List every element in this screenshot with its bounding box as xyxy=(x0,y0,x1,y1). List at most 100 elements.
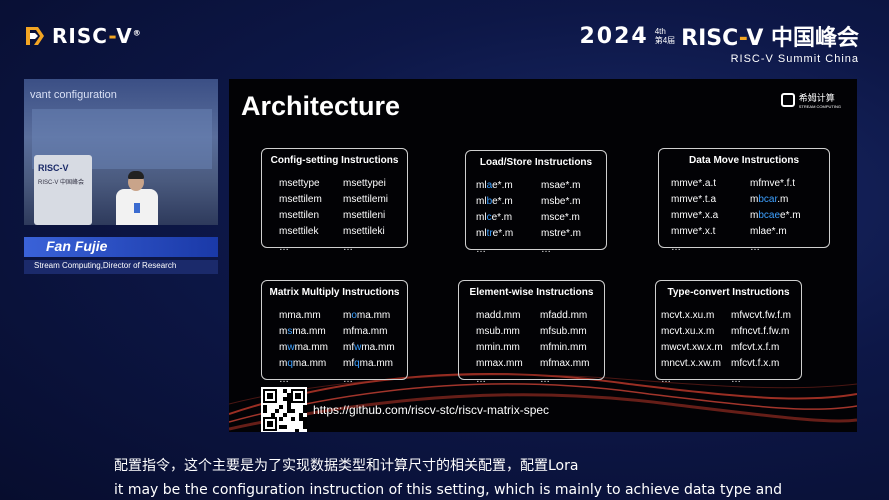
podium-sub: RISC-V 中国峰会 xyxy=(38,180,85,186)
event-branding: 2024 4th 第4届 RISC-V 中国峰会 RISC-V Summit C… xyxy=(579,20,859,66)
instruction-mnemonic: mbcar.m xyxy=(750,194,789,205)
instruction-mnemonic: … xyxy=(476,374,486,385)
instruction-mnemonic: … xyxy=(343,374,353,385)
instruction-mnemonic: mma.mm xyxy=(279,310,321,321)
instruction-mnemonic: … xyxy=(750,242,760,253)
instruction-mnemonic: mfqma.mm xyxy=(343,358,394,369)
instruction-mnemonic: mncvt.x.xw.m xyxy=(661,358,722,369)
speaker-title-bar: Stream Computing,Director of Research xyxy=(24,260,218,274)
event-subtitle: RISC-V Summit China xyxy=(730,53,859,65)
instruction-mnemonic: mlce*.m xyxy=(476,212,513,223)
slide-title: Architecture xyxy=(241,91,401,121)
instruction-mnemonic: … xyxy=(279,374,289,385)
instruction-mnemonic: msettileni xyxy=(343,210,386,221)
podium-logo: RISC-V xyxy=(38,163,69,173)
instruction-mnemonic: mfadd.mm xyxy=(540,310,588,321)
event-edition: 4th 第4届 xyxy=(654,27,676,45)
speaker-badge xyxy=(134,203,140,213)
instruction-mnemonic: … xyxy=(671,242,681,253)
instruction-mnemonic: mmin.mm xyxy=(476,342,520,353)
instruction-mnemonic: mmve*.a.t xyxy=(671,178,717,189)
wave-decoration xyxy=(229,373,857,431)
instruction-mnemonic: mmax.mm xyxy=(476,358,523,369)
instruction-mnemonic: msma.mm xyxy=(279,326,326,337)
instruction-mnemonic: mfncvt.f.fw.m xyxy=(731,326,790,337)
instruction-mnemonic: msettilemi xyxy=(343,194,389,205)
instruction-mnemonic: mwcvt.xw.x.m xyxy=(661,342,723,353)
instruction-box: Load/Store Instructions mlae*.m msae*.m mlb… xyxy=(465,150,607,255)
speaker-title: Stream Computing,Director of Research xyxy=(34,261,177,270)
podium: RISC-V RISC-V 中国峰会 xyxy=(34,155,92,225)
instruction-mnemonic: mmve*.x.a xyxy=(671,210,719,221)
instruction-mnemonic: msettypei xyxy=(343,178,386,189)
instruction-mnemonic: msce*.m xyxy=(541,212,580,223)
instruction-mnemonic: mfwcvt.fw.f.m xyxy=(731,310,791,321)
instruction-mnemonic: mfcvt.x.f.m xyxy=(731,342,780,353)
instruction-mnemonic: mlbe*.m xyxy=(476,196,513,207)
instruction-mnemonic: moma.mm xyxy=(343,310,391,321)
instruction-mnemonic: msettilek xyxy=(279,226,319,237)
instruction-mnemonic: mltre*.m xyxy=(476,228,514,239)
subtitle-english: it may be the configuration instruction … xyxy=(114,482,783,498)
subtitle-chinese: 配置指令，这个主要是为了实现数据类型和计算尺寸的相关配置，配置Lora xyxy=(114,458,579,474)
instruction-box-title: Data Move Instructions xyxy=(688,155,800,166)
instruction-mnemonic: mmve*.t.a xyxy=(671,194,717,205)
instruction-box-title: Config-setting Instructions xyxy=(270,155,399,166)
risc-v-wordmark: RISC-V® xyxy=(52,24,142,48)
instruction-mnemonic: msettilen xyxy=(279,210,320,221)
instruction-mnemonic: mcvt.xu.x.m xyxy=(661,326,715,337)
instruction-box-title: Load/Store Instructions xyxy=(479,157,593,168)
event-year: 2024 xyxy=(579,23,649,49)
instruction-mnemonic: msettileki xyxy=(343,226,385,237)
instruction-mnemonic: mlae*.m xyxy=(476,180,513,191)
instruction-mnemonic: … xyxy=(731,374,741,385)
instruction-mnemonic: msbe*.m xyxy=(541,196,581,207)
instruction-mnemonic: madd.mm xyxy=(476,310,521,321)
instruction-mnemonic: mfcvt.f.x.m xyxy=(731,358,780,369)
instruction-mnemonic: mcvt.x.xu.m xyxy=(661,310,715,321)
risc-v-logo: RISC-V® xyxy=(24,24,142,48)
instruction-mnemonic: … xyxy=(476,244,486,255)
instruction-box-title: Matrix Multiply Instructions xyxy=(269,287,400,298)
speaker-video: vant configuration RISC-V RISC-V 中国峰会 xyxy=(24,79,218,225)
instruction-mnemonic: mfsub.mm xyxy=(540,326,587,337)
instruction-mnemonic: msub.mm xyxy=(476,326,520,337)
instruction-mnemonic: msae*.m xyxy=(541,180,581,191)
instruction-box: Matrix Multiply Instructions mma.mm moma.m… xyxy=(261,280,408,385)
stream-computing-icon xyxy=(780,93,795,107)
event-name: RISC-V 中国峰会 xyxy=(681,26,859,51)
spec-url[interactable]: https://github.com/riscv-stc/riscv-matri… xyxy=(313,403,550,417)
instruction-mnemonic: mfmve*.f.t xyxy=(750,178,796,189)
instruction-box: Type-convert Instructions mcvt.x.xu.m mfwc… xyxy=(655,280,802,385)
instruction-mnemonic: mfma.mm xyxy=(343,326,388,337)
instruction-box: Config-setting Instructions msettype msett… xyxy=(261,148,408,253)
instruction-box-title: Type-convert Instructions xyxy=(667,287,790,298)
video-background-text: vant configuration xyxy=(30,89,117,101)
instruction-mnemonic: … xyxy=(540,374,550,385)
instruction-mnemonic: … xyxy=(279,242,289,253)
speaker-hair xyxy=(128,171,144,179)
instruction-mnemonic: mqma.mm xyxy=(279,358,327,369)
instruction-mnemonic: mfmax.mm xyxy=(540,358,590,369)
instruction-mnemonic: mlae*.m xyxy=(750,226,787,237)
instruction-box: Data Move Instructions mmve*.a.t mfmve*.f.… xyxy=(658,148,830,253)
instruction-mnemonic: mfmin.mm xyxy=(540,342,587,353)
instruction-box-title: Element-wise Instructions xyxy=(469,287,594,298)
instruction-mnemonic: mwma.mm xyxy=(279,342,328,353)
instruction-box: Element-wise Instructions madd.mm mfadd.mm… xyxy=(458,280,605,385)
instruction-mnemonic: mstre*.m xyxy=(541,228,581,239)
instruction-mnemonic: … xyxy=(343,242,353,253)
instruction-mnemonic: … xyxy=(541,244,551,255)
qr-code[interactable] xyxy=(261,387,307,432)
instruction-mnemonic: mfwma.mm xyxy=(343,342,395,353)
instruction-mnemonic: msettype xyxy=(279,178,320,189)
speaker-name: Fan Fujie xyxy=(46,238,108,254)
speaker-name-bar: Fan Fujie xyxy=(24,237,218,257)
instruction-mnemonic: mmve*.x.t xyxy=(671,226,716,237)
risc-v-logo-icon xyxy=(24,25,46,47)
instruction-mnemonic: … xyxy=(661,374,671,385)
instruction-mnemonic: mbcaee*.m xyxy=(750,210,801,221)
instruction-mnemonic: msettilem xyxy=(279,194,322,205)
